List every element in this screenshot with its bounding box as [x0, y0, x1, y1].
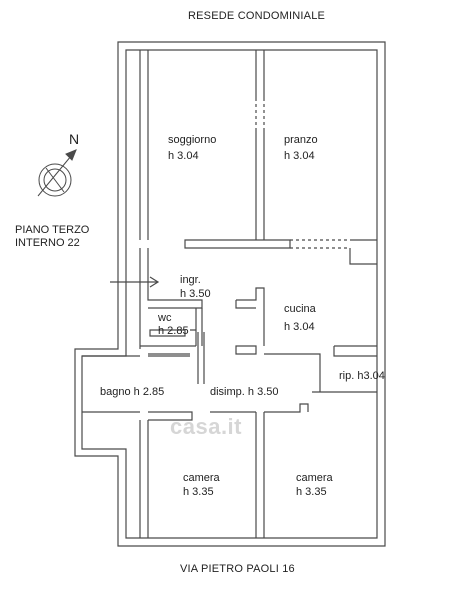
room-name-camera-left: camera: [183, 472, 220, 484]
wall-pranzo-right: [349, 239, 377, 265]
room-height-camera-left: h 3.35: [183, 486, 214, 498]
room-label-ripostiglio: rip. h3.04: [339, 370, 385, 382]
wall-horizontal-upper: [184, 239, 291, 249]
floor-info-line2: INTERNO 22: [15, 237, 80, 249]
room-label-disimpegno: disimp. h 3.50: [210, 386, 279, 398]
outer-wall-inner-line: [81, 49, 378, 539]
floor-info-line1: PIANO TERZO: [15, 224, 90, 236]
wall-horizontal-dashed: [290, 239, 350, 249]
top-street-label: RESEDE CONDOMINIALE: [188, 10, 326, 22]
walls: [74, 41, 386, 547]
room-name-camera-right: camera: [296, 472, 333, 484]
room-name-pranzo: pranzo: [284, 134, 318, 146]
wall-cucina-bottom: [235, 345, 321, 392]
wall-disimp-divider: [197, 332, 205, 384]
room-name-wc: wc: [158, 312, 172, 324]
room-height-camera-right: h 3.35: [296, 486, 327, 498]
wall-ingresso: [139, 248, 203, 349]
room-height-wc: h 2.85: [158, 325, 189, 337]
wc-door-swing: [149, 329, 186, 337]
room-height-cucina: h 3.04: [284, 321, 315, 333]
wall-soggiorno-left: [139, 50, 149, 240]
wall-soggiorno-pranzo: [255, 50, 265, 240]
wall-camera-left: [139, 420, 149, 538]
room-name-ingresso: ingr.: [180, 274, 201, 286]
room-height-pranzo: h 3.04: [284, 150, 315, 162]
entry-arrow: [110, 276, 160, 288]
wall-cucina-left: [235, 287, 265, 346]
room-name-cucina: cucina: [284, 303, 316, 315]
outer-wall: [74, 41, 386, 547]
room-name-soggiorno: soggiorno: [168, 134, 217, 146]
wall-disimp-bottom: [82, 403, 309, 421]
wall-wc-bottom: [140, 329, 196, 355]
bottom-street-label: VIA PIETRO PAOLI 16: [180, 563, 295, 575]
watermark-logo: casa.it: [170, 414, 242, 439]
room-label-bagno: bagno h 2.85: [100, 386, 165, 398]
north-arrow-icon: [37, 149, 77, 197]
wall-wc-right: [195, 308, 203, 346]
wall-camera-divider: [255, 412, 265, 538]
room-height-ingresso: h 3.50: [180, 288, 211, 300]
room-height-soggiorno: h 3.04: [168, 150, 199, 162]
wall-rip: [312, 345, 377, 393]
wall-opening-dashed: [255, 98, 265, 130]
compass-label: N: [69, 131, 80, 147]
